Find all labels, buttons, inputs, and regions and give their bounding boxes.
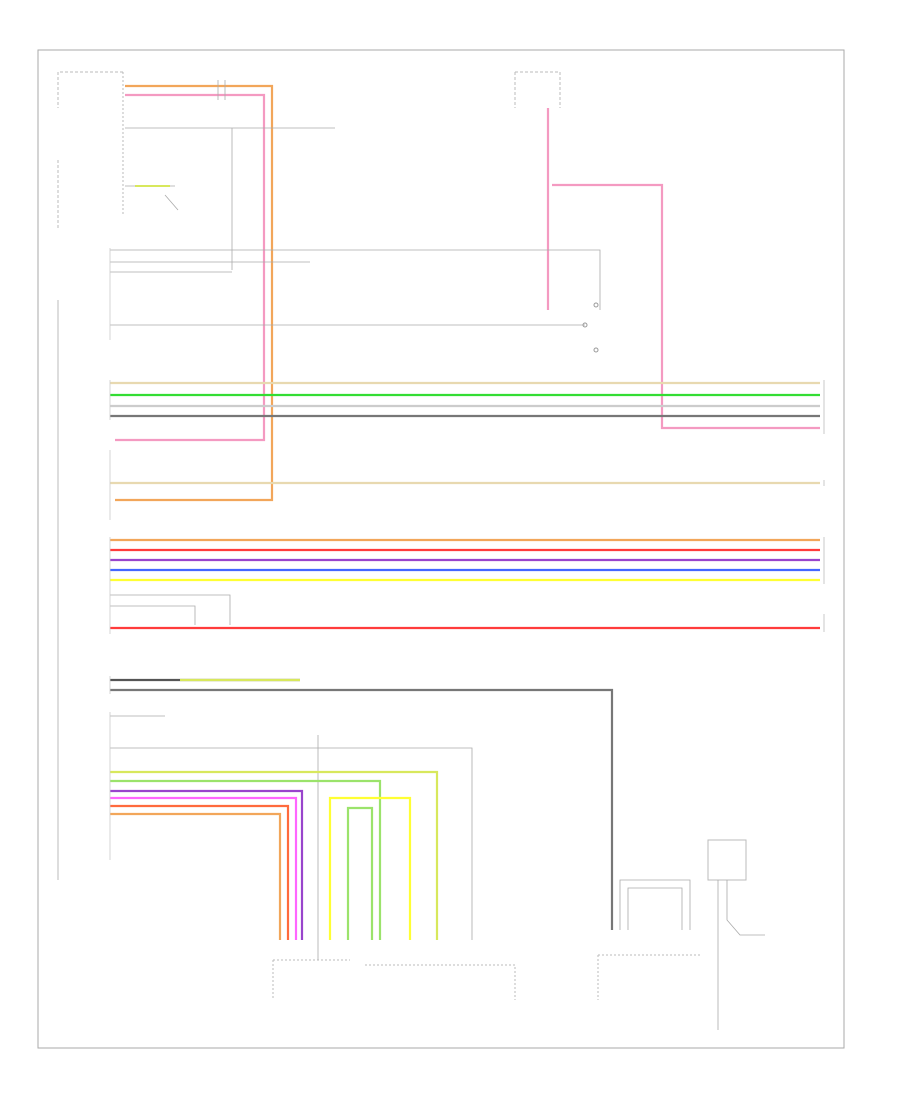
diagnostic-connector-block (125, 185, 179, 211)
upper-bus-wires (110, 381, 820, 485)
bottom-modules (272, 839, 765, 1030)
top-feed-wires (115, 80, 335, 502)
lower-section-wires (110, 678, 614, 960)
switch-section-wires (110, 249, 601, 353)
middle-bus-wires (110, 538, 820, 630)
diagram-frame (37, 49, 845, 1049)
instrument-cluster-block (57, 71, 124, 880)
top-right-module (514, 71, 820, 430)
